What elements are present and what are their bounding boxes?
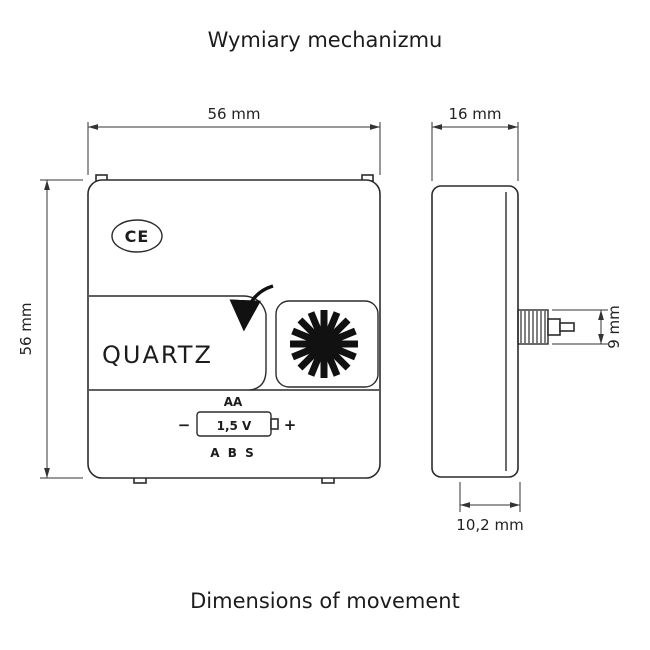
battery-terminal — [270, 418, 279, 430]
side-depth-label: 16 mm — [448, 105, 501, 123]
front-width-label: 56 mm — [207, 105, 260, 123]
material-label: A B S — [210, 446, 255, 460]
page-title-top: Wymiary mechanizmu — [208, 28, 443, 52]
battery-plus-label: + — [284, 416, 297, 434]
dimension-shaft-length: 10,2 mm — [456, 482, 524, 534]
shaft-diameter-label: 9 mm — [605, 305, 623, 349]
battery-size-label: AA — [224, 395, 243, 409]
front-height-label: 56 mm — [17, 302, 35, 355]
battery-compartment: AA 1,5 V − + A B S — [178, 395, 297, 460]
rotation-arrow-icon — [229, 284, 274, 332]
page-title-bottom: Dimensions of movement — [190, 589, 460, 613]
ce-mark-label: CE — [125, 227, 150, 246]
hand-shaft-collar — [547, 318, 561, 336]
dimension-front-width: 56 mm — [87, 105, 381, 175]
brand-label: QUARTZ — [102, 341, 213, 369]
battery-voltage-label: 1,5 V — [217, 419, 252, 433]
hand-shaft-pin — [559, 322, 575, 332]
dimension-shaft-diameter: 9 mm — [552, 305, 623, 349]
setting-wheel-housing — [275, 300, 379, 388]
side-body-outline — [431, 185, 519, 478]
shaft-threaded-bushing — [517, 309, 549, 345]
shaft-length-label: 10,2 mm — [456, 516, 523, 534]
inner-contour — [89, 295, 267, 391]
battery-minus-label: − — [178, 416, 191, 434]
setting-wheel-hub — [310, 330, 338, 358]
dimension-front-height: 56 mm — [17, 179, 83, 479]
side-view — [431, 185, 575, 478]
dimension-side-depth: 16 mm — [431, 105, 519, 181]
front-view: CE QUARTZ AA 1,5 V − + — [87, 174, 381, 484]
ce-mark: CE — [111, 219, 163, 253]
